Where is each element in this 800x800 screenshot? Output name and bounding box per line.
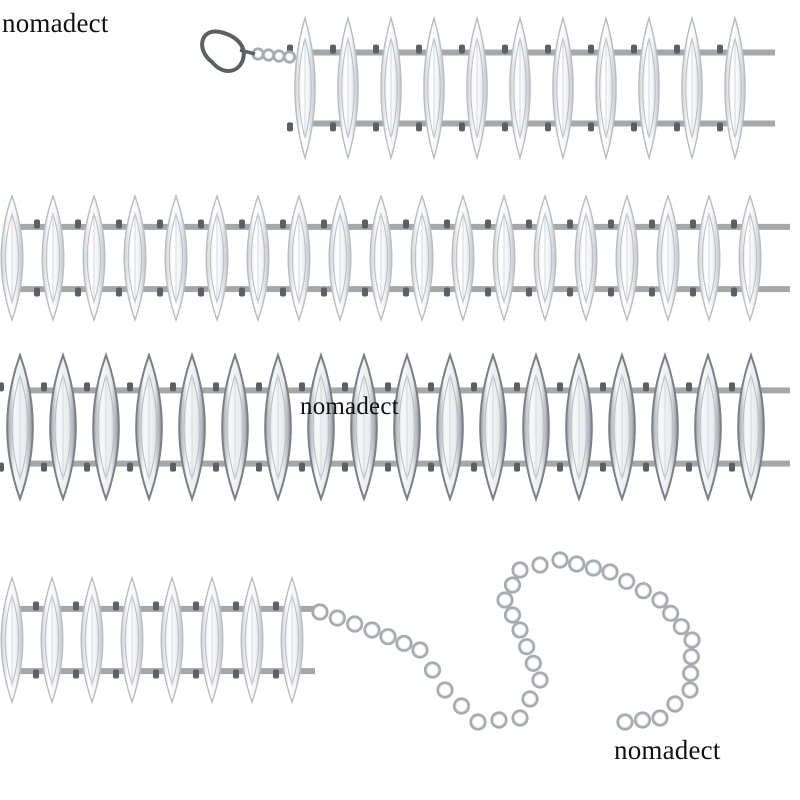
marquise-crystal-icon <box>502 15 531 161</box>
watermark-center: nomadect <box>300 393 399 420</box>
marquise-crystal-icon <box>41 352 77 502</box>
marquise-crystal-icon <box>459 15 488 161</box>
crystal-band <box>0 575 315 705</box>
marquise-crystal-icon <box>428 352 464 502</box>
marquise-crystal-icon <box>170 352 206 502</box>
marquise-crystal-icon <box>273 575 304 705</box>
marquise-crystal-icon <box>321 193 352 323</box>
marquise-crystal-icon <box>233 575 264 705</box>
crystal-band <box>287 15 775 161</box>
rolo-chain-icon <box>251 47 297 64</box>
marquise-crystal-icon <box>631 15 660 161</box>
marquise-crystal-icon <box>471 352 507 502</box>
marquise-crystal-icon <box>690 193 721 323</box>
watermark-top-left: nomadect <box>2 8 109 38</box>
marquise-crystal-icon <box>33 575 64 705</box>
marquise-crystal-icon <box>649 193 680 323</box>
marquise-crystal-icon <box>287 15 316 161</box>
marquise-crystal-icon <box>198 193 229 323</box>
marquise-crystal-icon <box>600 352 636 502</box>
marquise-crystal-icon <box>717 15 746 161</box>
marquise-crystal-icon <box>342 352 378 502</box>
marquise-crystal-icon <box>239 193 270 323</box>
marquise-crystal-icon <box>127 352 163 502</box>
marquise-crystal-icon <box>73 575 104 705</box>
marquise-crystal-icon <box>526 193 557 323</box>
marquise-crystal-icon <box>416 15 445 161</box>
marquise-crystal-icon <box>0 575 24 705</box>
marquise-crystal-icon <box>403 193 434 323</box>
marquise-crystal-icon <box>34 193 65 323</box>
marquise-crystal-icon <box>608 193 639 323</box>
marquise-crystal-icon <box>75 193 106 323</box>
marquise-crystal-icon <box>113 575 144 705</box>
marquise-crystal-icon <box>643 352 679 502</box>
marquise-crystal-icon <box>588 15 617 161</box>
marquise-crystal-icon <box>485 193 516 323</box>
crystal-band <box>0 193 790 323</box>
marquise-crystal-icon <box>385 352 421 502</box>
marquise-crystal-icon <box>193 575 224 705</box>
marquise-crystal-icon <box>256 352 292 502</box>
marquise-crystal-icon <box>299 352 335 502</box>
marquise-crystal-icon <box>686 352 722 502</box>
marquise-crystal-icon <box>116 193 147 323</box>
crystal-band <box>0 352 790 502</box>
marquise-crystal-icon <box>444 193 475 323</box>
marquise-crystal-icon <box>0 352 34 502</box>
marquise-crystal-icon <box>674 15 703 161</box>
marquise-crystal-icon <box>731 193 762 323</box>
marquise-crystal-icon <box>514 352 550 502</box>
marquise-crystal-icon <box>362 193 393 323</box>
marquise-crystal-icon <box>567 193 598 323</box>
marquise-crystal-icon <box>0 193 24 323</box>
rolo-chain-icon <box>311 551 701 731</box>
marquise-crystal-icon <box>373 15 402 161</box>
marquise-crystal-icon <box>157 193 188 323</box>
marquise-crystal-icon <box>557 352 593 502</box>
marquise-crystal-icon <box>330 15 359 161</box>
marquise-crystal-icon <box>280 193 311 323</box>
marquise-crystal-icon <box>213 352 249 502</box>
lobster-clasp-icon <box>200 29 256 73</box>
marquise-crystal-icon <box>84 352 120 502</box>
watermark-bottom-right: nomadect <box>614 735 721 765</box>
marquise-crystal-icon <box>729 352 765 502</box>
marquise-crystal-icon <box>153 575 184 705</box>
marquise-crystal-icon <box>545 15 574 161</box>
